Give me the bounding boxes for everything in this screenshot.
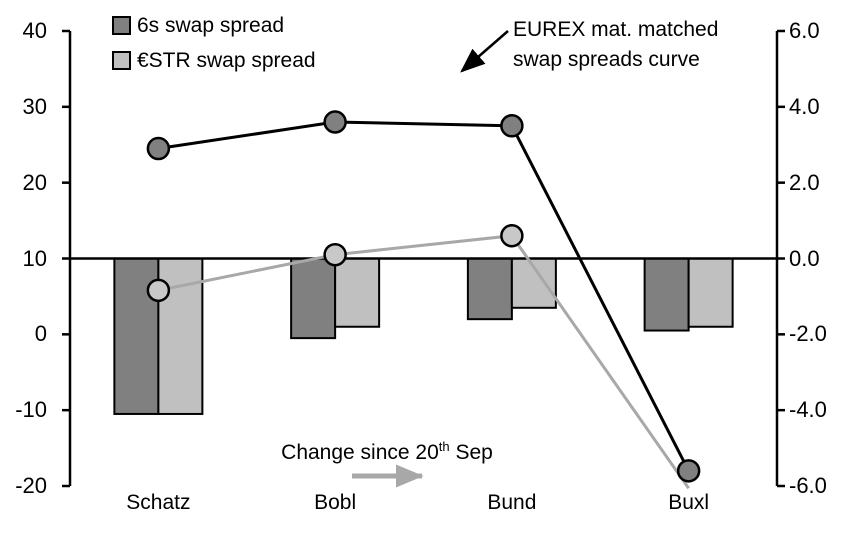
curve-annotation: EUREX mat. matched swap spreads curve bbox=[513, 15, 718, 75]
right-axis-tick-label: -4.0 bbox=[789, 397, 827, 423]
category-label-buxl: Buxl bbox=[668, 491, 710, 514]
legend-item-6s: 6s swap spread bbox=[112, 8, 316, 43]
marker-6s-schatz bbox=[146, 136, 171, 161]
legend-item-estr: €STR swap spread bbox=[112, 43, 316, 78]
change-annotation-superscript: th bbox=[438, 439, 450, 454]
line-series-6s bbox=[158, 120, 690, 472]
category-label-schatz: Schatz bbox=[126, 491, 191, 514]
curve-annotation-line2: swap spreads curve bbox=[513, 48, 700, 71]
legend-label-6s: 6s swap spread bbox=[137, 13, 285, 37]
marker-6s-buxl bbox=[676, 459, 701, 483]
category-label-bobl: Bobl bbox=[314, 491, 357, 514]
line-series-estr bbox=[158, 234, 690, 490]
right-axis-tick-label: -6.0 bbox=[789, 473, 827, 498]
bar-6s-bobl bbox=[290, 257, 337, 340]
change-annotation-suffix: Sep bbox=[449, 441, 493, 464]
right-axis-tick-label: 2.0 bbox=[789, 169, 820, 195]
marker-6s-bund bbox=[500, 114, 524, 138]
marker-estr-bobl bbox=[323, 242, 347, 267]
legend-label-estr: €STR swap spread bbox=[137, 48, 316, 72]
legend-swatch-estr-icon bbox=[112, 51, 131, 70]
right-axis-tick-label: 4.0 bbox=[789, 93, 820, 119]
left-axis-tick-label: -20 bbox=[15, 473, 47, 498]
curve-annotation-line1: EUREX mat. matched bbox=[513, 18, 719, 41]
right-axis-tick-label: 6.0 bbox=[789, 18, 820, 43]
legend-swatch-6s-icon bbox=[112, 16, 131, 35]
marker-6s-bobl bbox=[323, 110, 347, 134]
change-annotation-prefix: Change since 20 bbox=[281, 441, 439, 464]
marker-estr-schatz bbox=[146, 278, 171, 303]
left-axis-tick-label: 10 bbox=[22, 245, 47, 271]
bar-estr-buxl bbox=[687, 257, 734, 328]
bar-6s-buxl bbox=[643, 257, 690, 332]
left-axis-tick-label: 30 bbox=[22, 93, 47, 119]
curve-annotation-arrow-icon bbox=[460, 30, 509, 73]
category-label-bund: Bund bbox=[487, 491, 537, 514]
change-annotation: Change since 20th Sep bbox=[277, 439, 497, 465]
bar-6s-bund bbox=[466, 257, 513, 321]
left-axis-tick-label: 0 bbox=[34, 321, 47, 347]
left-axis-tick-label: 40 bbox=[22, 18, 47, 43]
left-axis-tick-label: -10 bbox=[15, 397, 47, 423]
marker-estr-bund bbox=[500, 224, 524, 248]
right-axis-tick-label: 0.0 bbox=[789, 245, 820, 271]
legend: 6s swap spread €STR swap spread bbox=[112, 8, 316, 78]
bar-estr-bobl bbox=[334, 257, 381, 328]
right-axis-tick-label: -2.0 bbox=[789, 321, 827, 347]
left-axis-tick-label: 20 bbox=[22, 169, 47, 195]
